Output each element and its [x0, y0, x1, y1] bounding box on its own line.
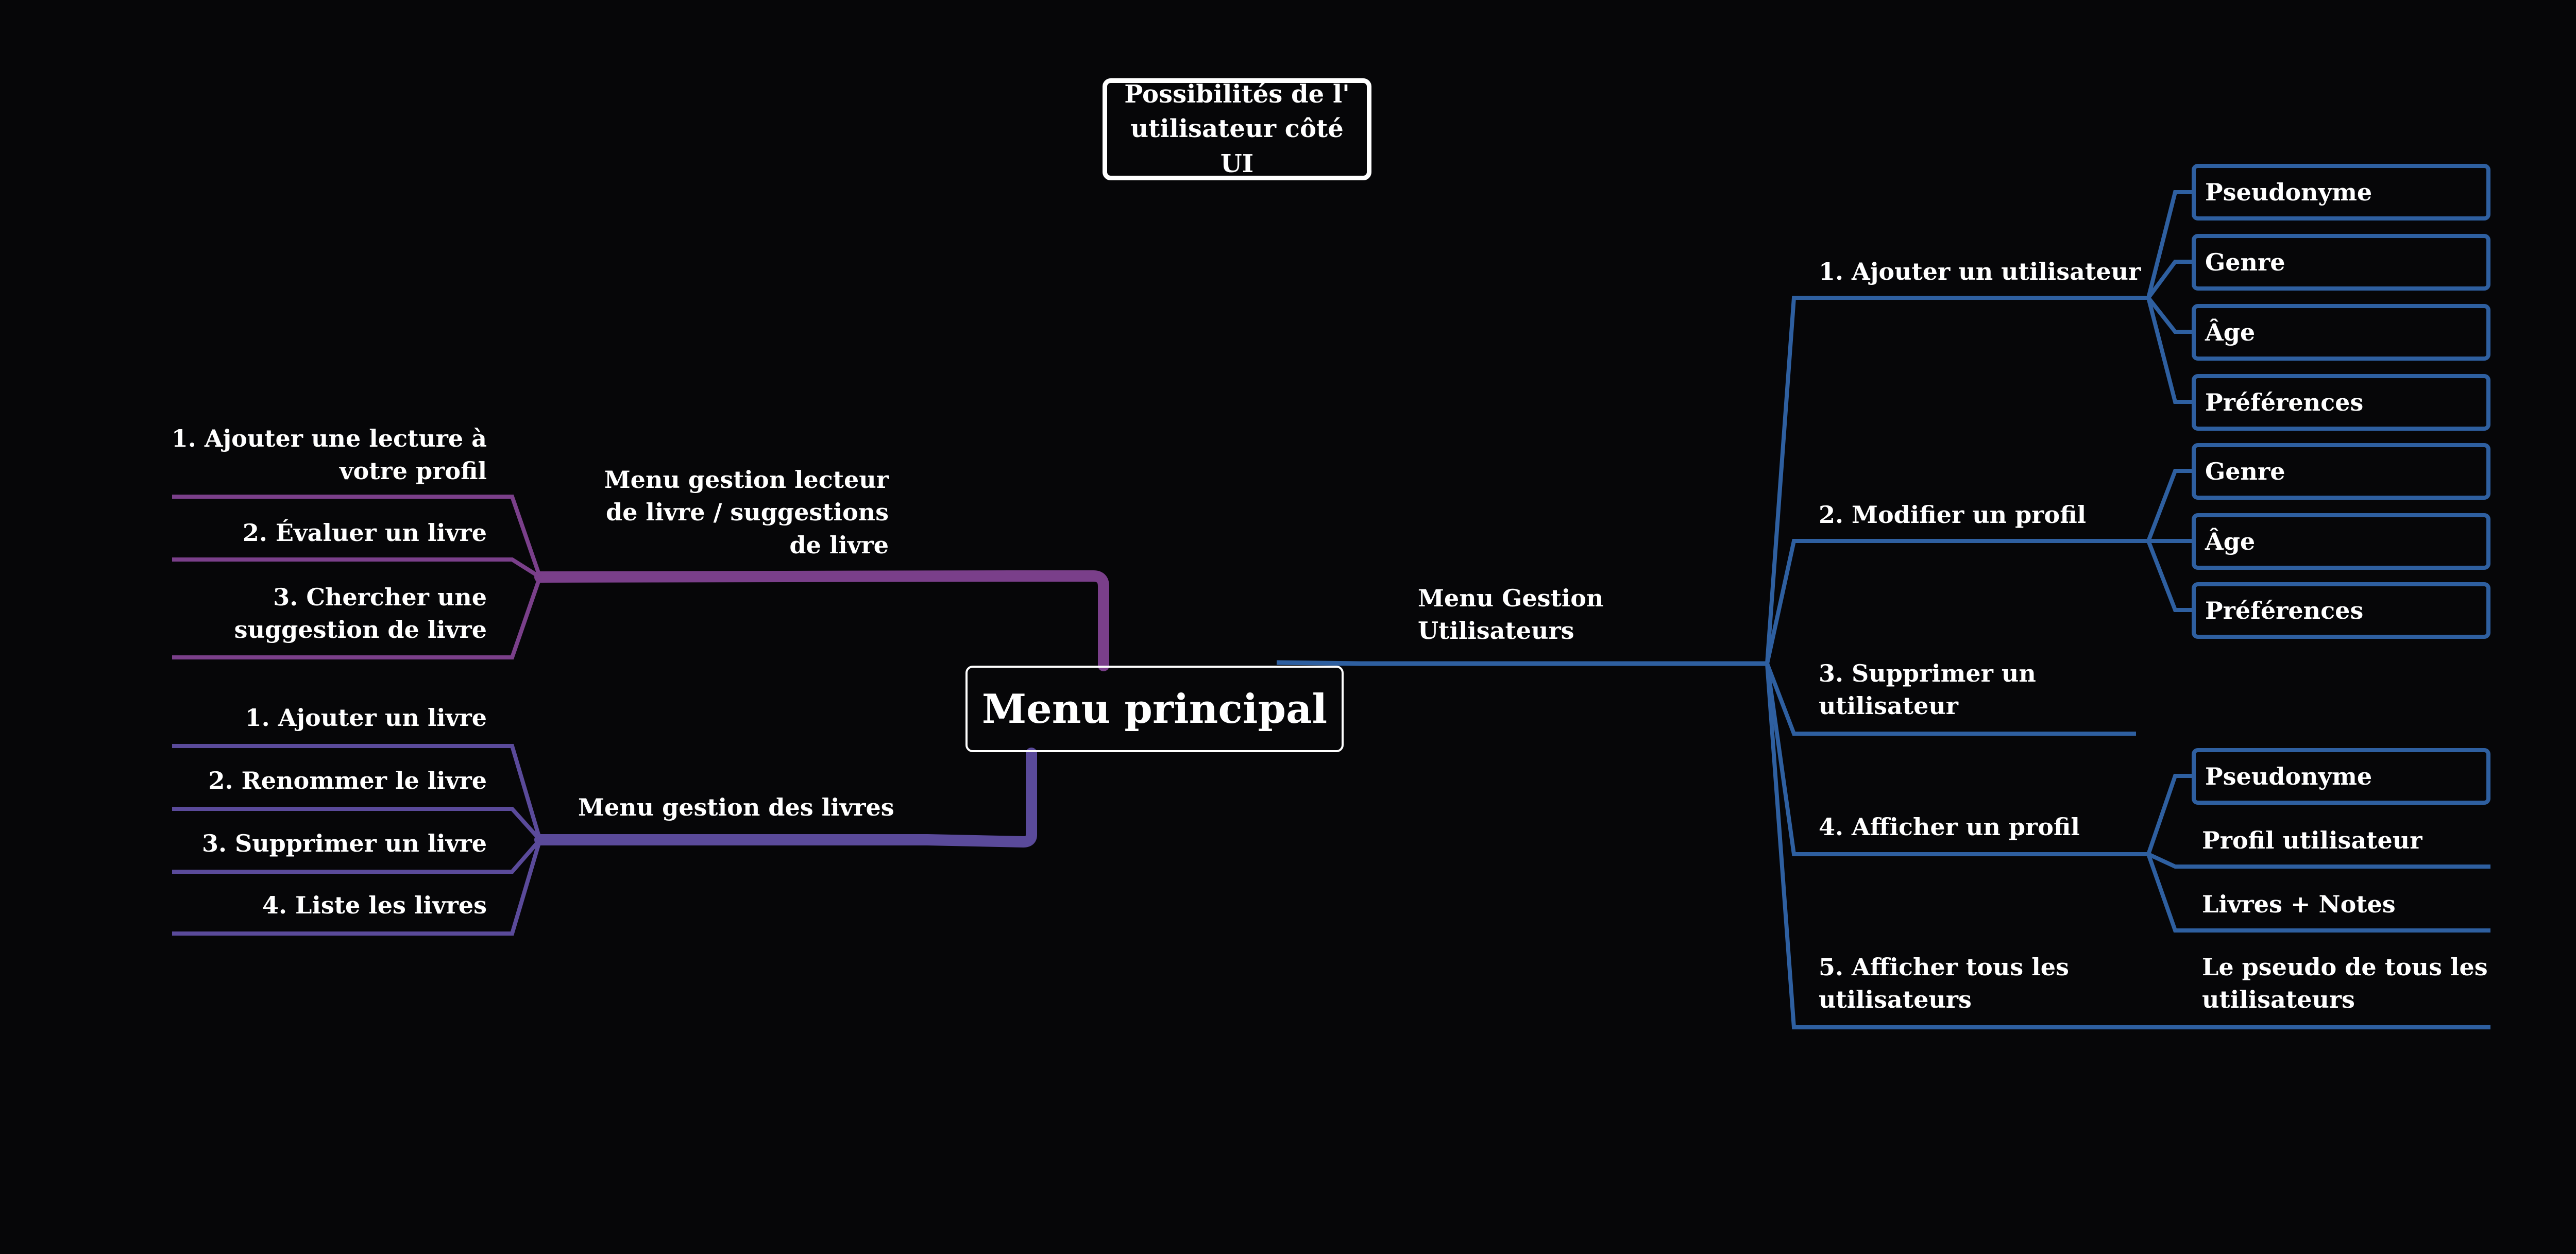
ajouter-field-pseudonyme[interactable]: Pseudonyme	[2192, 164, 2490, 221]
connector-utilisateurs-afficher	[1765, 663, 2148, 856]
utilisateurs-supprimer[interactable]: 3. Supprimer un utilisateur	[1819, 659, 2036, 720]
center-node-label: Menu principal	[981, 685, 1328, 733]
connector-lecteur-item-1	[172, 495, 542, 578]
utilisateurs-tous[interactable]: 5. Afficher tous les utilisateurs	[1819, 953, 2069, 1014]
menu-gestion-lecteur[interactable]: Menu gestion lecteur de livre / suggesti…	[604, 466, 889, 559]
modifier-field-genre[interactable]: Genre	[2192, 443, 2490, 500]
lecteur-item-2[interactable]: 2. Évaluer un livre	[242, 519, 487, 547]
connector-utilisateurs-tous	[1765, 663, 2490, 1029]
livres-item-1[interactable]: 1. Ajouter un livre	[245, 704, 487, 732]
connector-utilisateurs-supprimer	[1765, 663, 2136, 736]
modifier-field-preferences[interactable]: Préférences	[2192, 582, 2490, 639]
modifier-field-age[interactable]: Âge	[2192, 513, 2490, 570]
afficher-field-profil-utilisateur[interactable]: Profil utilisateur	[2202, 826, 2422, 854]
connector-afficher-profil	[2147, 852, 2490, 869]
connector-livres-item-1	[172, 744, 542, 841]
utilisateurs-afficher[interactable]: 4. Afficher un profil	[1819, 813, 2080, 841]
connector-center-lecteur	[534, 570, 1109, 671]
ajouter-field-preferences[interactable]: Préférences	[2192, 374, 2490, 431]
afficher-field-livres-notes[interactable]: Livres + Notes	[2202, 890, 2396, 918]
connector-utilisateurs-modifier	[1765, 539, 2148, 664]
utilisateurs-ajouter[interactable]: 1. Ajouter un utilisateur	[1819, 258, 2141, 285]
livres-item-3[interactable]: 3. Supprimer un livre	[201, 829, 487, 857]
connector-center-livres	[534, 748, 1037, 848]
connector-afficher-pseudo	[2146, 774, 2192, 855]
lecteur-item-3[interactable]: 3. Chercher une suggestion de livre	[234, 583, 487, 644]
connector-modifier-pref	[2146, 540, 2192, 612]
connector-ajouter-pref	[2146, 297, 2192, 404]
connector-ajouter-genre	[2146, 260, 2192, 299]
connector-ajouter-age	[2146, 296, 2192, 334]
afficher-field-pseudonyme[interactable]: Pseudonyme	[2192, 748, 2490, 805]
connector-ajouter-pseudo	[2146, 190, 2192, 298]
menu-gestion-livres[interactable]: Menu gestion des livres	[578, 793, 894, 821]
connector-livres-item-2	[172, 807, 541, 841]
connector-livres-item-3	[172, 838, 542, 874]
tous-result-pseudos[interactable]: Le pseudo de tous les utilisateurs	[2202, 953, 2488, 1014]
connector-livres-item-4	[172, 839, 542, 936]
connector-lecteur-item-2	[172, 557, 541, 579]
diagram-title: Possibilités de l' utilisateur côté UI	[1103, 78, 1371, 180]
lecteur-item-1[interactable]: 1. Ajouter une lecture à votre profil	[171, 425, 487, 485]
ajouter-field-genre[interactable]: Genre	[2192, 234, 2490, 291]
connector-modifier-genre	[2146, 469, 2192, 542]
utilisateurs-modifier[interactable]: 2. Modifier un profil	[1819, 501, 2087, 529]
livres-item-2[interactable]: 2. Renommer le livre	[208, 767, 487, 794]
ajouter-field-age[interactable]: Âge	[2192, 304, 2490, 361]
center-node-menu-principal[interactable]: Menu principal	[965, 666, 1344, 752]
connector-lecteur-item-3	[172, 576, 542, 659]
livres-item-4[interactable]: 4. Liste les livres	[262, 891, 487, 919]
connector-center-utilisateurs	[1276, 660, 1767, 666]
menu-gestion-utilisateurs[interactable]: Menu Gestion Utilisateurs	[1418, 584, 1604, 645]
connector-utilisateurs-ajouter	[1765, 296, 2148, 664]
connector-afficher-livres	[2146, 853, 2490, 933]
